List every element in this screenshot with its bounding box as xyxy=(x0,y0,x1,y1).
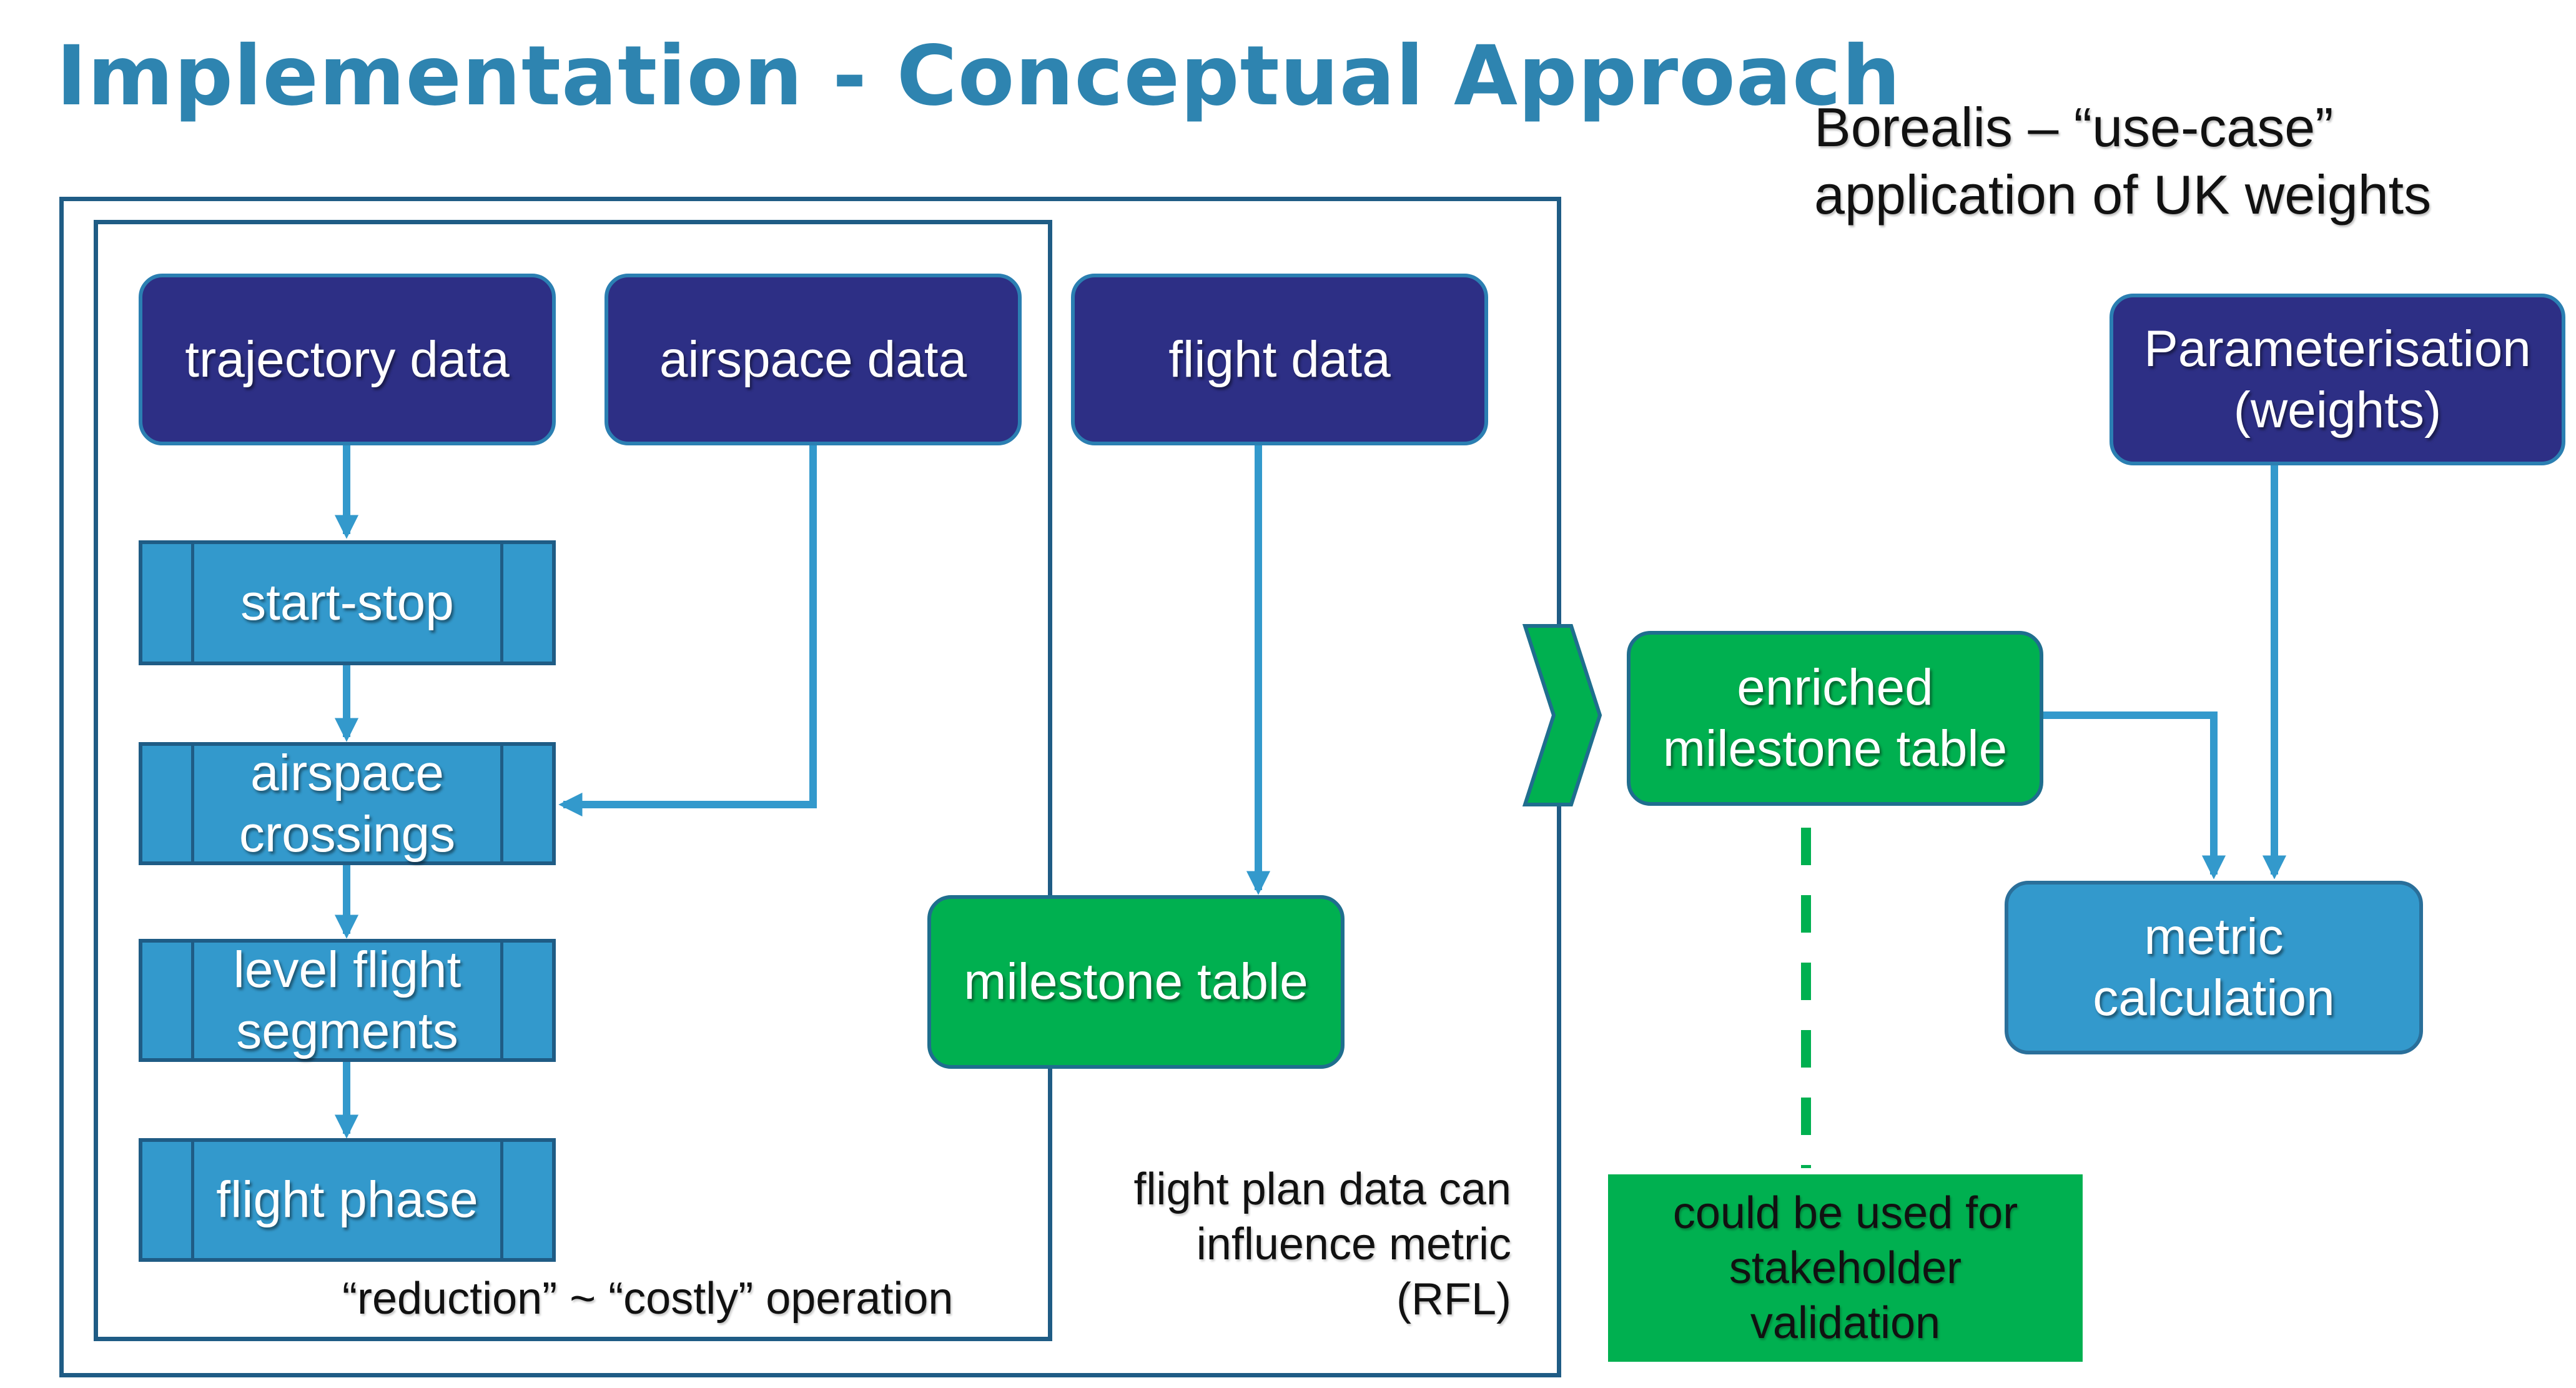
airspace-crossings-label-line-2: crossings xyxy=(239,805,456,863)
subtitle-line-1: Borealis – “use-case” xyxy=(1814,96,2334,158)
enriched-label-line-1: enriched xyxy=(1737,659,1933,716)
level-flight-label-line-2: segments xyxy=(236,1002,458,1059)
trajectory-data-label: trajectory data xyxy=(185,330,510,388)
trajectory-data-node: trajectory data xyxy=(139,274,556,445)
metric-label-line-2: calculation xyxy=(2093,969,2335,1026)
enriched-milestone-table-node: enriched milestone table xyxy=(1627,631,2043,806)
milestone-table-label: milestone table xyxy=(964,953,1308,1010)
flight-plan-note-line-2: influence metric xyxy=(1196,1219,1511,1269)
flight-data-node: flight data xyxy=(1071,274,1488,445)
airspace-data-node: airspace data xyxy=(605,274,1022,445)
page-title: Implementation - Conceptual Approach xyxy=(56,28,1902,124)
use-case-subtitle: Borealis – “use-case” application of UK … xyxy=(1814,94,2431,229)
arrow-enriched-to-metric xyxy=(2043,711,2226,880)
metric-calculation-node: metric calculation xyxy=(2005,881,2423,1054)
flight-plan-note: flight plan data can influence metric (R… xyxy=(1087,1162,1511,1327)
airspace-data-label: airspace data xyxy=(659,330,967,388)
level-flight-label-line-1: level flight xyxy=(233,941,461,998)
parameterisation-label-line-1: Parameterisation xyxy=(2144,320,2531,377)
level-flight-segments-step: level flight segments xyxy=(139,939,556,1062)
subtitle-line-2: application of UK weights xyxy=(1814,164,2432,226)
metric-label-line-1: metric xyxy=(2144,908,2284,965)
airspace-crossings-step: airspace crossings xyxy=(139,742,556,865)
start-stop-step: start-stop xyxy=(139,540,556,665)
flight-phase-step: flight phase xyxy=(139,1138,556,1262)
milestone-table-node: milestone table xyxy=(927,895,1345,1069)
start-stop-label: start-stop xyxy=(240,574,454,631)
airspace-crossings-label-line-1: airspace xyxy=(250,744,444,801)
enriched-label-line-2: milestone table xyxy=(1662,720,2008,777)
flight-plan-note-line-1: flight plan data can xyxy=(1133,1164,1511,1214)
flight-data-label: flight data xyxy=(1168,330,1391,388)
stakeholder-note-line-3: validation xyxy=(1750,1298,1941,1348)
parameterisation-label-line-2: (weights) xyxy=(2233,381,2442,439)
stakeholder-validation-note: could be used for stakeholder validation xyxy=(1608,1174,2083,1362)
stakeholder-note-line-1: could be used for xyxy=(1672,1188,2018,1238)
parameterisation-node: Parameterisation (weights) xyxy=(2110,294,2565,465)
stakeholder-note-line-2: stakeholder xyxy=(1729,1243,1962,1293)
flight-phase-label: flight phase xyxy=(216,1171,478,1228)
inner-reduction-frame xyxy=(94,220,1052,1341)
reduction-note: “reduction” ~ “costly” operation xyxy=(342,1274,954,1324)
flight-plan-note-line-3: (RFL) xyxy=(1396,1274,1511,1324)
